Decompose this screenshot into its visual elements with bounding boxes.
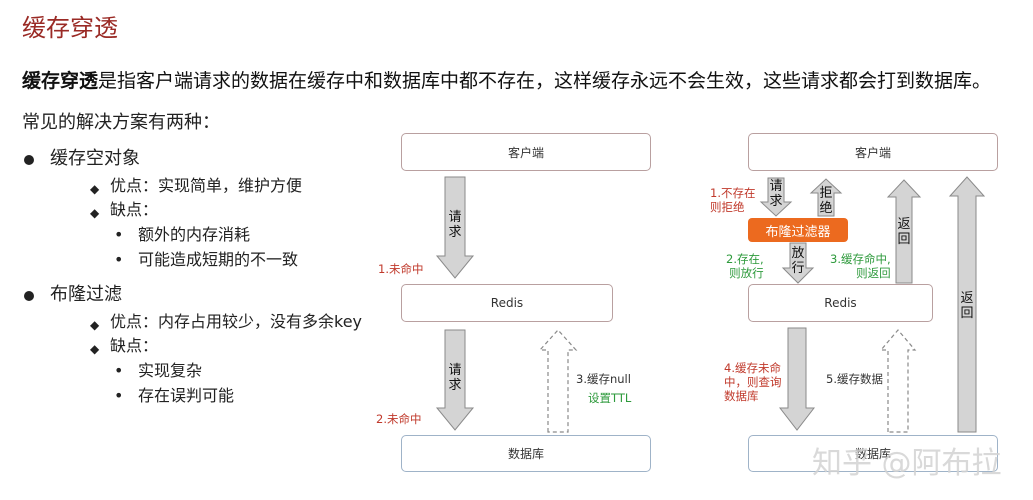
cons-item: • 实现复杂 [22,358,362,383]
arrow-request-down [435,329,475,431]
database-box: 数据库 [748,435,998,472]
arrow-return-up [886,179,922,284]
diamond-bullet-icon: ◆ [90,182,100,196]
intro-rest: 是指客户端请求的数据在缓存中和数据库中都不存在，这样缓存永远不会生效，这些请求都… [98,70,992,92]
intro-text: 缓存穿透是指客户端请求的数据在缓存中和数据库中都不存在，这样缓存永远不会生效，这… [22,66,991,93]
request-label: 请求 [769,179,783,209]
diamond-bullet-icon: ◆ [90,206,100,220]
solution-pros: ◆ 优点：实现简单，维护方便 [22,174,362,198]
arrow-cache-data-up [879,329,917,433]
cons-item: • 额外的内存消耗 [22,222,362,247]
cache-hit-label: 3.缓存命中, 则返回 [830,252,891,280]
cons-item: • 存在误判可能 [22,383,362,408]
not-exist-label: 1.不存在 则拒绝 [710,186,756,214]
small-dot-icon: • [114,250,124,269]
solution-item: 缓存空对象 [22,146,362,174]
bloom-filter-box: 布隆过滤器 [748,218,848,242]
exist-label: 2.存在, 则放行 [726,252,764,280]
redis-box: Redis [748,284,933,322]
miss-label: 2.未命中 [376,412,422,426]
solution-cons: ◆ 缺点： [22,198,362,222]
arrow-pass-down [781,242,815,284]
solutions-list: 缓存空对象 ◆ 优点：实现简单，维护方便 ◆ 缺点： • 额外的内存消耗 • 可… [22,146,362,408]
client-box: 客户端 [401,133,651,171]
small-dot-icon: • [114,361,124,380]
pass-label: 放行 [791,246,805,276]
cache-miss-label: 4.缓存未命 中，则查询 数据库 [724,361,782,403]
arrow-query-db-down [778,327,816,431]
watermark: 知乎 @阿布拉 [812,446,1002,481]
arrow-return-up [948,176,986,433]
request-label: 请求 [448,363,462,393]
solution-cons: ◆ 缺点： [22,334,362,358]
intro-term: 缓存穿透 [22,70,99,92]
return-label: 返回 [960,291,974,321]
request-label: 请求 [448,210,462,240]
cons-item: • 可能造成短期的不一致 [22,247,362,272]
reject-label: 拒绝 [819,186,833,216]
solution-label: 布隆过滤 [50,284,122,305]
diamond-bullet-icon: ◆ [90,318,100,332]
solution-label: 缓存空对象 [50,148,140,169]
page-title: 缓存穿透 [22,14,118,42]
solutions-heading: 常见的解决方案有两种： [22,112,220,133]
set-ttl-label: 设置TTL [588,391,632,405]
miss-label: 1.未命中 [378,262,424,276]
arrow-request-down [759,177,793,217]
bullet-dot-icon [24,155,34,165]
client-box: 客户端 [748,133,998,171]
redis-box: Redis [401,284,613,322]
database-box: 数据库 [401,435,651,472]
diamond-bullet-icon: ◆ [90,342,100,356]
solution-pros: ◆ 优点：内存占用较少，没有多余key [22,310,362,334]
bullet-dot-icon [24,291,34,301]
return-label: 返回 [897,217,911,247]
cache-data-label: 5.缓存数据 [826,372,883,386]
cache-null-label: 3.缓存null [576,372,631,386]
arrow-cache-null-up [538,329,578,433]
small-dot-icon: • [114,386,124,405]
small-dot-icon: • [114,225,124,244]
arrow-request-down [435,176,475,279]
solution-item: 布隆过滤 [22,282,362,310]
arrow-reject-up [809,178,843,217]
